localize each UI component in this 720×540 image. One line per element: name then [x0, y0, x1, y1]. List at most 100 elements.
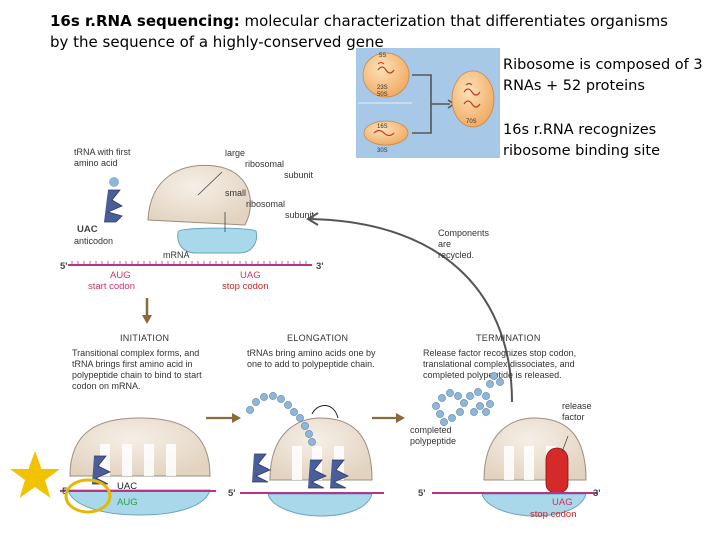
wrapped-line: one to add to polypeptide chain.: [247, 359, 375, 369]
amino-acid-bead: [470, 408, 478, 416]
amino-acid-bead: [296, 414, 304, 422]
down-arrow-head: [142, 315, 152, 324]
termination-description: Release factor recognizes stop codon,tra…: [423, 348, 576, 380]
ribosome-inset: 5S 23S 50S 16S 30S 70S: [356, 48, 500, 158]
amino-acid-bead: [476, 402, 484, 410]
amino-acid-bead: [466, 392, 474, 400]
inset-70s-ribosome: [451, 70, 495, 128]
small-ribosomal-subunit: [177, 227, 258, 254]
inset-70s-rrna: [463, 82, 481, 108]
termination-sites: [504, 446, 556, 480]
release-factor-leader: [561, 435, 569, 453]
inset-30s-subunit: [363, 120, 409, 146]
termination-large-subunit: [483, 417, 587, 481]
uag-label: UAG: [240, 270, 261, 281]
wrapped-line: subunit: [284, 170, 314, 180]
amino-acid-bead: [269, 392, 277, 400]
wrapped-line: recycled.: [438, 250, 474, 260]
peptide-transfer-arrow: [311, 405, 339, 419]
highlight-star-icon: [10, 451, 60, 498]
five-prime-top: 5': [60, 261, 68, 272]
highlight-ring: [64, 478, 112, 514]
amino-acid-bead: [301, 422, 309, 430]
initiation-large-subunit: [69, 417, 211, 477]
inset-label-30s: 30S: [377, 148, 388, 154]
first-amino-acid: [109, 177, 119, 187]
inset-label-23s: 23S: [377, 85, 388, 91]
inset-label-16s: 16S: [377, 124, 388, 130]
wrapped-line: subunit: [285, 210, 315, 220]
start-codon-label: start codon: [88, 281, 135, 292]
inset-label-5s: 5S: [379, 53, 386, 59]
amino-acid-bead: [284, 401, 292, 409]
recycle-arrowhead: [306, 212, 319, 226]
wrapped-line: large: [225, 148, 245, 158]
amino-acid-bead: [260, 393, 268, 401]
five-prime-elongation: 5': [228, 488, 236, 499]
initiation-uac: UAC: [117, 481, 137, 492]
inset-5s-rrna: [377, 62, 385, 65]
wrapped-line: Components: [438, 228, 490, 238]
inset-label-70s: 70S: [466, 119, 477, 125]
wrapped-line: polypeptide chain to bind to start: [72, 370, 202, 380]
arrow-init-elong-head: [232, 413, 241, 423]
inset-label-50s: 50S: [377, 92, 388, 98]
elongation-polypeptide: [246, 392, 316, 446]
small-subunit-label: smallribosomalsubunit: [225, 188, 315, 220]
termination-stop-codon: stop codon: [530, 509, 576, 520]
amino-acid-bead: [305, 430, 313, 438]
wrapped-line: ribosomal: [246, 199, 285, 209]
initiation-trna: [92, 455, 111, 485]
termination-uag: UAG: [552, 497, 573, 508]
aug-label: AUG: [110, 270, 131, 281]
wrapped-line: are: [438, 239, 451, 249]
amino-acid-bead: [252, 398, 260, 406]
large-subunit-leader: [197, 171, 223, 196]
wrapped-line: completed: [410, 425, 452, 435]
initiation-heading: INITIATION: [120, 333, 169, 343]
initiation-aug: AUG: [117, 497, 138, 508]
wrapped-line: amino acid: [74, 158, 118, 168]
large-ribosomal-subunit: [147, 164, 251, 226]
inset-23s-rrna: [377, 66, 395, 74]
amino-acid-bead: [456, 408, 464, 416]
mrna-label: mRNA: [163, 250, 190, 260]
recycle-curve: [309, 218, 513, 403]
amino-acid-bead: [277, 395, 285, 403]
wrapped-line: tRNA with first: [74, 147, 131, 157]
large-subunit-line1: largeribosomalsubunit: [225, 148, 314, 180]
amino-acid-bead: [486, 380, 494, 388]
elongation-ribosome: 5': [228, 392, 384, 517]
stage-arrows: [206, 413, 405, 423]
amino-acid-bead: [246, 406, 254, 414]
dissociated-ribosome: largeribosomalsubunit smallribosomalsubu…: [147, 148, 315, 254]
wrapped-line: translational complex dissociates, and: [423, 359, 575, 369]
rrna-role-note: 16s r.RNA recognizes ribosome binding si…: [503, 122, 660, 159]
amino-acid-bead: [432, 402, 440, 410]
elongation-heading: ELONGATION: [287, 333, 348, 343]
amino-acid-bead: [482, 392, 490, 400]
elongation-trna-1: [308, 459, 327, 489]
down-arrow: [142, 298, 152, 324]
wrapped-line: tRNAs bring amino acids one by: [247, 348, 376, 358]
amino-acid-bead: [454, 392, 462, 400]
wrapped-line: small: [225, 188, 246, 198]
wrapped-line: factor: [562, 412, 585, 422]
amino-acid-bead: [474, 388, 482, 396]
small-subunit-line1: smallribosomalsubunit: [225, 188, 315, 220]
amino-acid-bead: [448, 414, 456, 422]
anticodon-label: anticodon: [74, 236, 113, 246]
amino-acid-bead: [438, 394, 446, 402]
wrapped-line: codon on mRNA.: [72, 381, 141, 391]
wrapped-line: tRNA brings first amino acid in: [72, 359, 193, 369]
wrapped-line: release: [562, 401, 592, 411]
amino-acid-bead: [482, 408, 490, 416]
